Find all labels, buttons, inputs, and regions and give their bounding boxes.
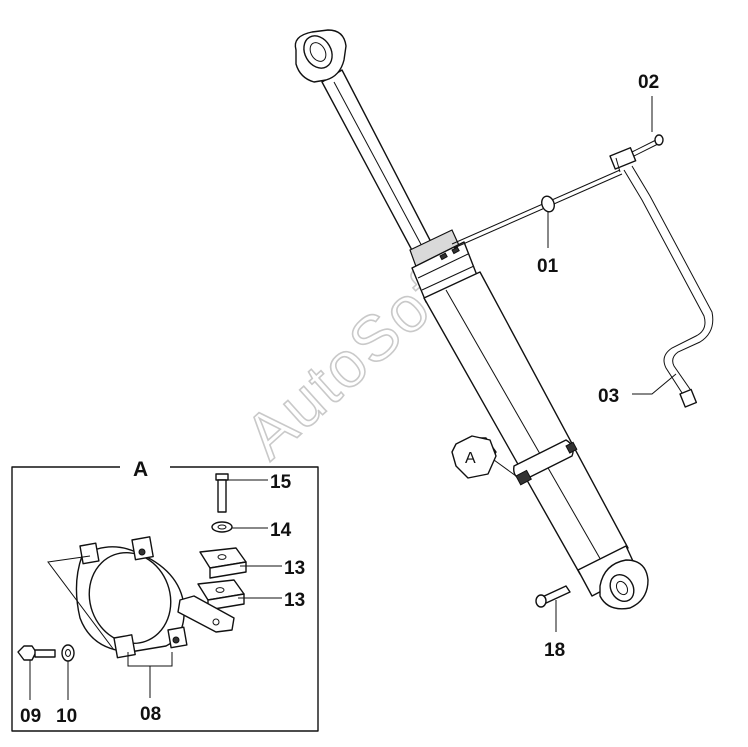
part-01-hose-line <box>451 169 623 249</box>
part-02-bolt <box>631 134 664 157</box>
leader-03 <box>632 373 677 395</box>
hydraulic-cylinder <box>294 29 649 610</box>
part-15-bolt <box>215 473 229 513</box>
part-10-washer <box>61 644 75 662</box>
part-09-hex-bolt <box>17 645 56 661</box>
part-13-spacer-upper <box>199 547 247 579</box>
cylinder-bottom-eye <box>577 545 649 610</box>
label-part-15: 15 <box>270 472 292 493</box>
detail-callout-a: A <box>451 435 517 479</box>
part-14-washer <box>211 521 233 533</box>
label-part-13a: 13 <box>284 558 305 579</box>
part-08-band-clamp <box>47 536 235 659</box>
detail-view-title: A <box>133 458 148 481</box>
label-part-01: 01 <box>537 256 559 277</box>
label-part-09: 09 <box>20 706 41 727</box>
label-part-14: 14 <box>270 520 292 541</box>
part-18-bolt <box>535 585 571 608</box>
part-03-bent-pipe <box>623 165 714 408</box>
pipe-bracket <box>609 147 637 173</box>
part-13-spacer-lower <box>197 579 245 611</box>
label-part-18: 18 <box>544 640 565 661</box>
label-part-03: 03 <box>598 386 619 407</box>
detail-view-a: A 15 14 13 13 <box>11 458 319 732</box>
callout-a-letter: A <box>465 450 476 467</box>
rod-eye <box>294 29 347 83</box>
barrel-clamp <box>513 439 578 486</box>
label-part-10: 10 <box>56 706 77 727</box>
label-part-13b: 13 <box>284 590 305 611</box>
label-part-02: 02 <box>638 72 659 93</box>
label-part-08: 08 <box>140 704 161 725</box>
